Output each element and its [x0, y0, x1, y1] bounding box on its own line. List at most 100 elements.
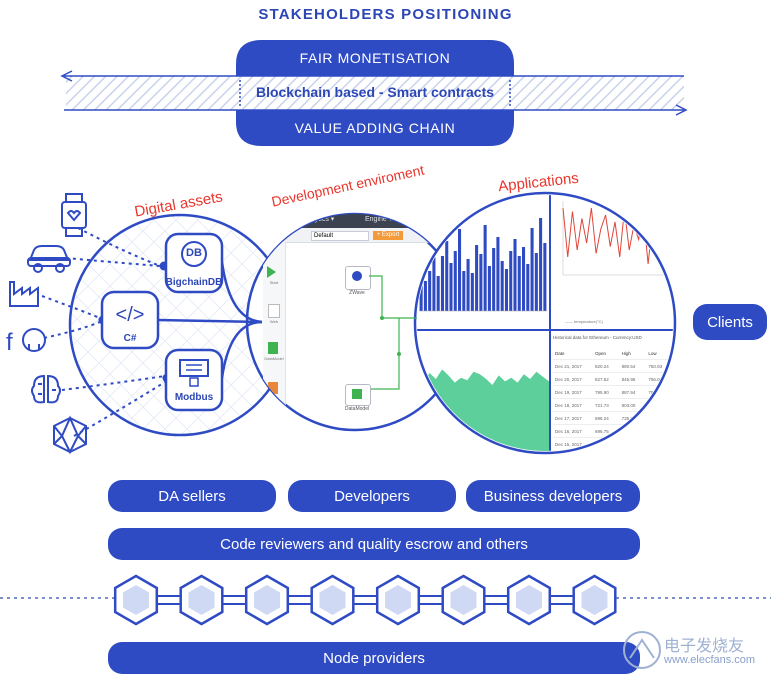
- table-cell: 827.52: [594, 376, 609, 382]
- bar: [475, 245, 479, 311]
- node-providers-pill: Node providers: [108, 642, 640, 674]
- bar: [534, 253, 538, 311]
- business-developers-pill: Business developers: [466, 480, 640, 512]
- banner-bottom-shape: [236, 110, 514, 146]
- dev-dropdown[interactable]: Default: [311, 231, 369, 241]
- bar: [470, 273, 474, 311]
- csharp-module: [100, 290, 160, 350]
- table-cell: 820.24: [594, 363, 609, 369]
- temperature-line: [562, 207, 668, 265]
- table-cell: Dec 18, 2017: [555, 402, 582, 408]
- table-cell: Dec 19, 2017: [555, 389, 582, 395]
- sidebar-start: Start: [269, 280, 279, 285]
- bigchaindb-module: [164, 232, 224, 294]
- zwave-node-label: ZWave: [349, 290, 365, 296]
- bar: [432, 249, 436, 311]
- modbus-module: [164, 348, 224, 412]
- table-cell: 795.90: [594, 389, 609, 395]
- bar: [462, 271, 466, 311]
- github-icon: [22, 328, 46, 352]
- hatched-band: [66, 76, 684, 110]
- bar: [487, 266, 491, 311]
- table-cell: Dec 21, 2017: [555, 363, 582, 369]
- bar: [530, 228, 534, 311]
- fair-monetisation-label: FAIR MONETISATION: [299, 50, 451, 66]
- hexagon-inner: [581, 585, 608, 615]
- line-chart-legend: —— temperature(°C): [565, 319, 603, 324]
- bar: [440, 256, 444, 311]
- table-cell: Dec 15, 2017: [555, 441, 582, 447]
- code-reviewers-pill: Code reviewers and quality escrow and ot…: [108, 528, 640, 560]
- modbus-label: Modbus: [174, 392, 214, 403]
- table-row: Dec 15, 2017 696.98: [553, 438, 673, 451]
- table-cell: 880.54: [621, 363, 636, 369]
- bar: [479, 254, 483, 311]
- line-chart: [562, 201, 668, 276]
- datamodel-node[interactable]: [345, 384, 371, 406]
- table-row: Dec 19, 2017 795.90 887.94 785.36: [553, 386, 673, 399]
- bar: [522, 247, 526, 311]
- bar: [492, 248, 496, 311]
- table-cell: 756.06: [648, 376, 663, 382]
- area-chart: [417, 369, 549, 451]
- bar: [517, 256, 521, 311]
- brain-icon: [31, 374, 61, 404]
- history-title: Historical data for Ethereum - Currency:…: [553, 335, 642, 340]
- table-cell: 696.24: [594, 415, 609, 421]
- bar: [509, 251, 513, 311]
- dev-tab-engine[interactable]: Engine ▾: [365, 216, 393, 223]
- table-header-cell: Date: [555, 350, 565, 356]
- car-icon: [27, 245, 71, 273]
- flow-lines: [157, 261, 263, 379]
- area-fill: [417, 369, 549, 451]
- bar: [445, 241, 449, 311]
- clients-pill: Clients: [693, 304, 767, 340]
- db-icon: DB: [186, 247, 202, 259]
- bar: [543, 243, 547, 311]
- dev-export-button[interactable]: + Export: [373, 231, 403, 240]
- facebook-icon: f: [6, 329, 13, 356]
- watermark-url: www.elecfans.com: [664, 654, 756, 666]
- table-cell: 887.94: [621, 389, 636, 395]
- datamodel-icon[interactable]: [268, 342, 278, 354]
- hexagon-inner: [254, 585, 280, 615]
- bar: [466, 259, 470, 311]
- table-header-cell: Open: [594, 350, 606, 356]
- table-row: Dec 20, 2017 827.52 845.96 756.06: [553, 373, 673, 386]
- bar: [496, 237, 500, 311]
- banner-top-shape: [236, 40, 514, 76]
- table-cell: Dec 20, 2017: [555, 376, 582, 382]
- hexagon-inner: [123, 585, 149, 615]
- hexagon-inner: [188, 585, 215, 615]
- table-cell: 785.36: [648, 389, 663, 395]
- developers-pill: Developers: [288, 480, 456, 512]
- datamodel-node-label: DataModel: [344, 406, 370, 412]
- dotted-connectors: [41, 227, 166, 437]
- table-cell: 845.96: [621, 376, 636, 382]
- hexagon-inner: [516, 585, 542, 615]
- table-cell: 696.98: [594, 441, 609, 447]
- dev-tab-analytics[interactable]: ...ytics ▾: [309, 216, 335, 223]
- page-title: STAKEHOLDERS POSITIONING: [258, 6, 513, 23]
- bar: [526, 264, 530, 311]
- sidebar-extra-icon[interactable]: [268, 382, 278, 394]
- watermark-cn: 电子发烧友: [664, 638, 745, 655]
- hexagon-inner: [319, 585, 346, 615]
- smart-contracts-label: Blockchain based - Smart contracts: [255, 84, 495, 100]
- sidebar-web: Web: [269, 319, 279, 324]
- table-header-cell: High: [621, 350, 631, 356]
- web-icon[interactable]: [268, 304, 280, 318]
- table-cell: 721.73: [594, 402, 609, 408]
- value-adding-chain-label: VALUE ADDING CHAIN: [294, 120, 456, 136]
- bar: [449, 263, 453, 311]
- zwave-node[interactable]: [345, 266, 371, 290]
- start-icon[interactable]: [267, 266, 276, 278]
- table-cell: 696.75: [594, 428, 609, 434]
- factory-icon: [9, 281, 39, 307]
- bigchaindb-label: BigchainDB: [165, 277, 223, 288]
- table-cell: Dec 16, 2017: [555, 428, 582, 434]
- csharp-label: C#: [123, 333, 137, 344]
